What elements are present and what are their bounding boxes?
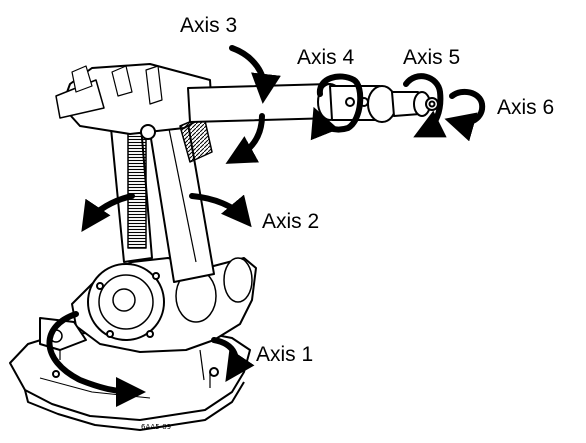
axis1-arrow-right [211,337,255,382]
robot-shoulder [39,257,257,353]
axis4-arrow [310,73,364,141]
robot-upper-arm [55,63,439,163]
axis2-arrow-right [189,193,252,228]
axis3-label: Axis 3 [180,14,238,37]
axis4-label: Axis 4 [297,46,355,69]
axis5-arrow [403,73,447,138]
axis1-label: Axis 1 [256,343,314,366]
axis2-label: Axis 2 [262,210,320,233]
axis6-label: Axis 6 [497,96,555,119]
axis2-arrow-left [81,193,135,232]
axis6-arrow [444,88,486,142]
robot-lower-arm [109,111,215,283]
axis5-label: Axis 5 [403,46,461,69]
axis3-arrow-lower [225,113,265,164]
axis3-arrow-upper [229,45,281,104]
axis1-arrow-front [46,311,146,407]
rotation-arrows [46,45,486,407]
part-number-label: 6AA5-89 [141,423,172,431]
